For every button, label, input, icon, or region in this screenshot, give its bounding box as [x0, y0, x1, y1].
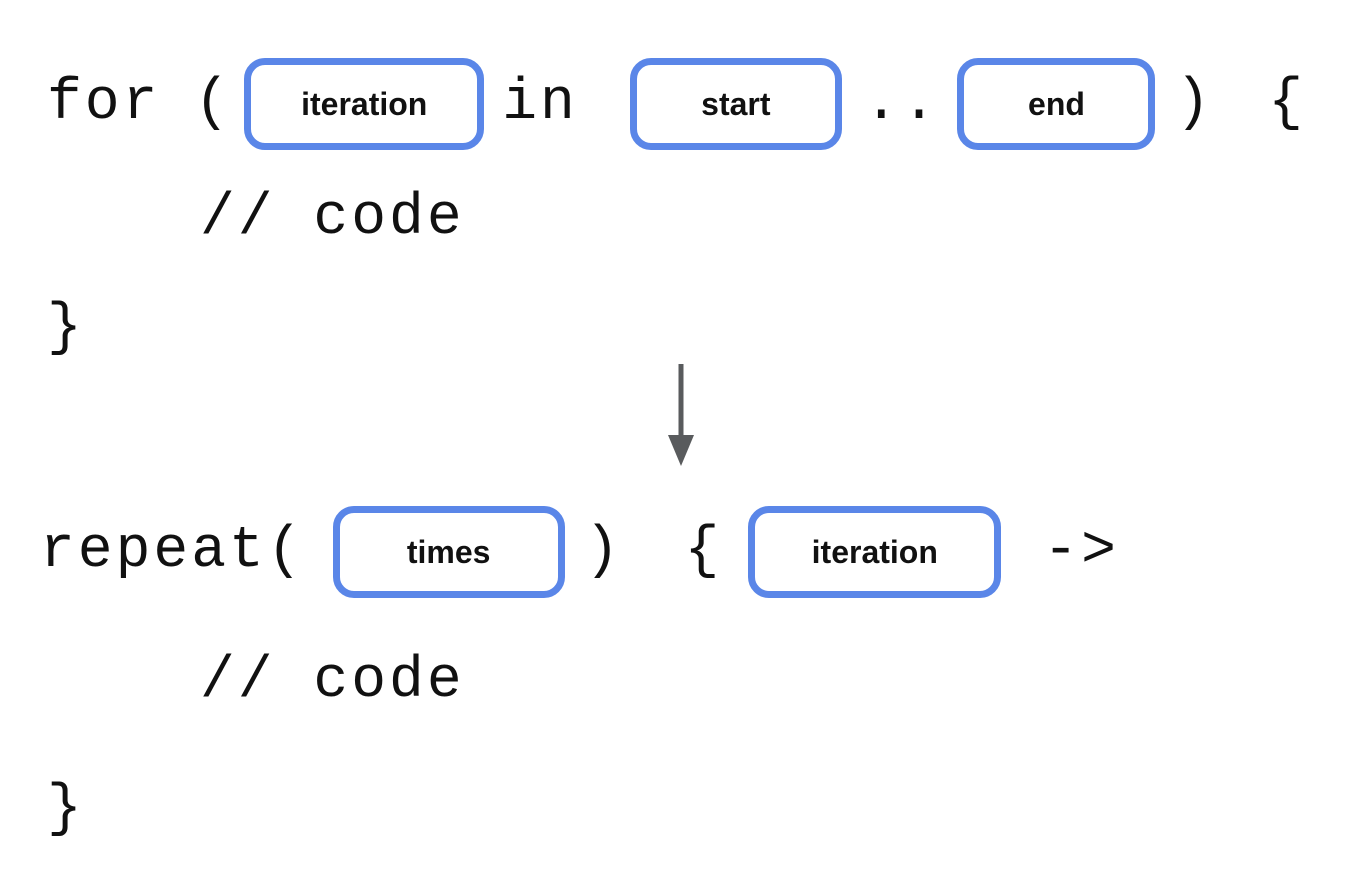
placeholder-iteration: iteration: [748, 506, 1002, 598]
for-loop-closing-brace-line: }: [47, 300, 1362, 358]
placeholder-end: end: [957, 58, 1156, 150]
placeholder-times: times: [332, 506, 565, 598]
transformation-arrow-container: [0, 364, 1362, 466]
range-operator: ..: [863, 71, 940, 136]
open-paren: (: [194, 71, 233, 136]
close-paren: ): [1175, 71, 1214, 136]
repeat-closing-brace-line: }: [47, 781, 1362, 839]
code-comment: // code: [200, 649, 465, 714]
for-loop-signature-line: for ( iteration in start .. end ) {: [47, 58, 1362, 150]
close-brace: }: [47, 296, 85, 361]
code-comment: // code: [200, 186, 465, 251]
open-brace: {: [684, 519, 723, 584]
close-brace: }: [47, 777, 85, 842]
open-brace: {: [1268, 71, 1307, 136]
placeholder-start: start: [629, 58, 842, 150]
lambda-arrow: ->: [1043, 519, 1119, 584]
placeholder-iteration: iteration: [244, 58, 485, 150]
repeat-signature-line: repeat( times ) { iteration ->: [40, 506, 1362, 598]
for-loop-body-comment: // code: [200, 190, 1362, 248]
in-keyword: in: [502, 71, 578, 136]
close-paren: ): [584, 519, 623, 584]
for-keyword: for: [47, 71, 161, 136]
repeat-call: repeat(: [40, 519, 305, 584]
down-arrow-icon: [668, 364, 694, 466]
repeat-body-comment: // code: [200, 653, 1362, 711]
